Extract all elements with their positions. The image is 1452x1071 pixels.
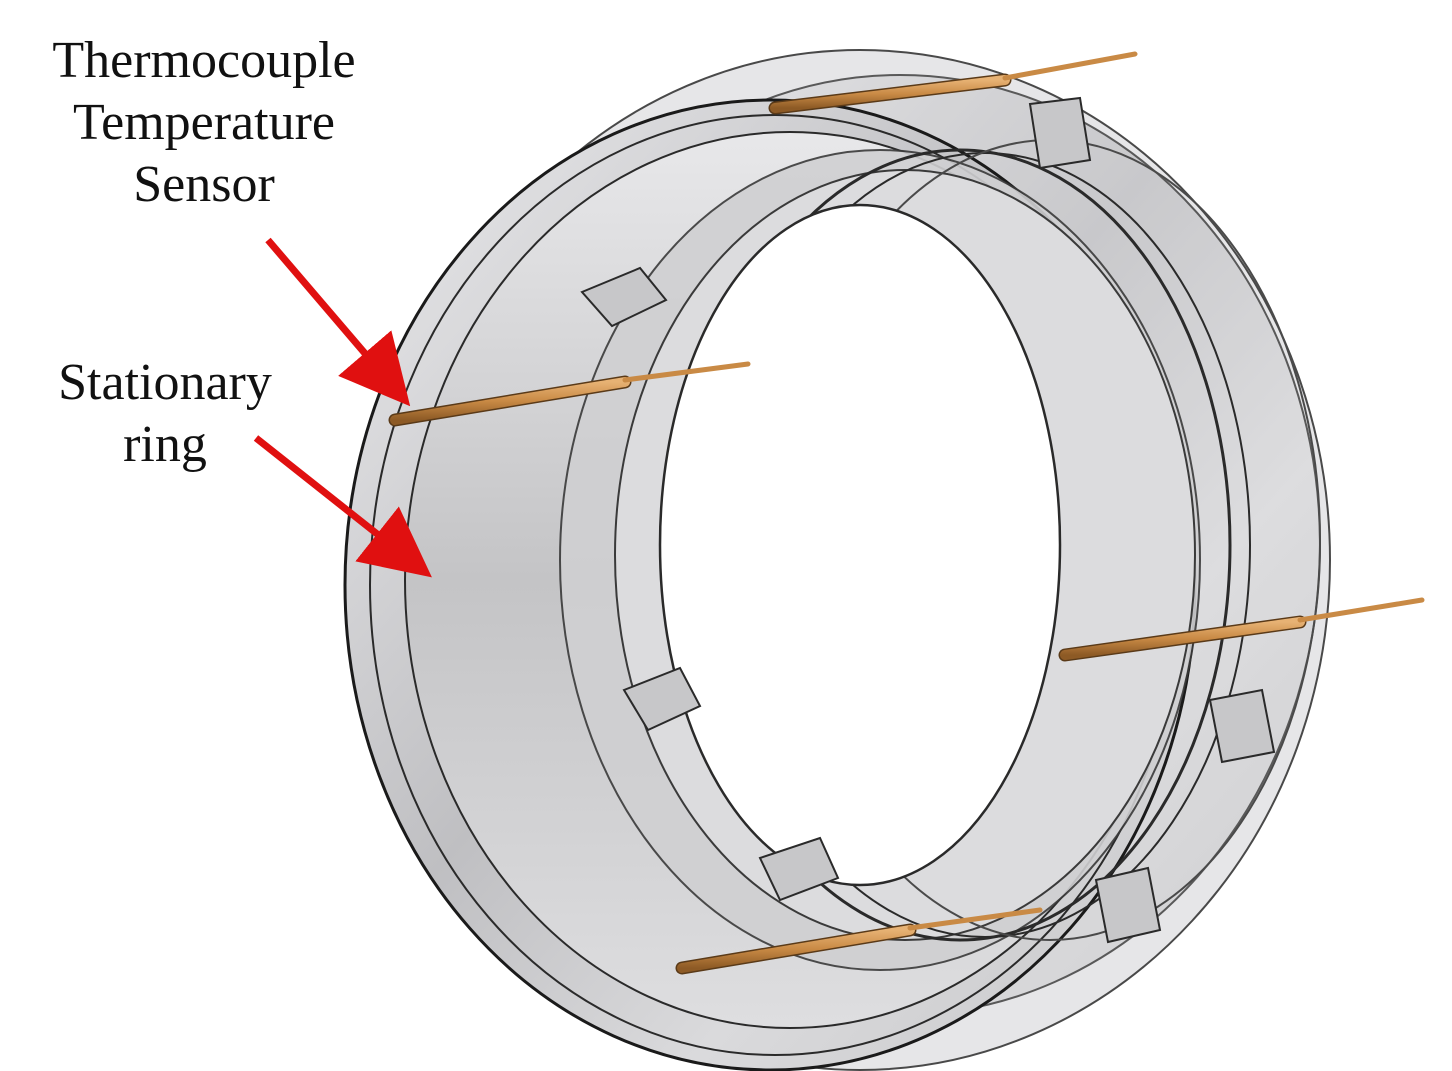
label-line: Sensor <box>133 156 275 213</box>
slot-top-right <box>1028 96 1092 170</box>
label-line: Temperature <box>73 94 335 151</box>
thermocouple-sensor-label: Thermocouple Temperature Sensor <box>4 30 404 216</box>
label-line: ring <box>123 416 207 473</box>
arrow-stationary-ring <box>253 435 432 578</box>
thermocouple-sensors <box>388 51 1425 975</box>
slot-right <box>1208 688 1276 764</box>
slots <box>580 96 1276 944</box>
sensor-top <box>768 51 1138 115</box>
arrow-thermocouple <box>265 237 411 407</box>
ring-body <box>343 49 1331 1071</box>
sensor-right <box>1058 597 1425 662</box>
label-line: Thermocouple <box>52 32 356 89</box>
stationary-ring-label: Stationary ring <box>10 352 320 476</box>
sensor-left <box>388 361 751 427</box>
slot-left-lower <box>622 666 702 732</box>
slot-upper-left <box>580 266 668 328</box>
label-line: Stationary <box>58 354 272 411</box>
slot-bottom-right <box>1094 866 1162 944</box>
sensor-bottom <box>675 907 1043 975</box>
slot-bottom <box>758 836 840 902</box>
pointer-arrows <box>253 237 432 578</box>
